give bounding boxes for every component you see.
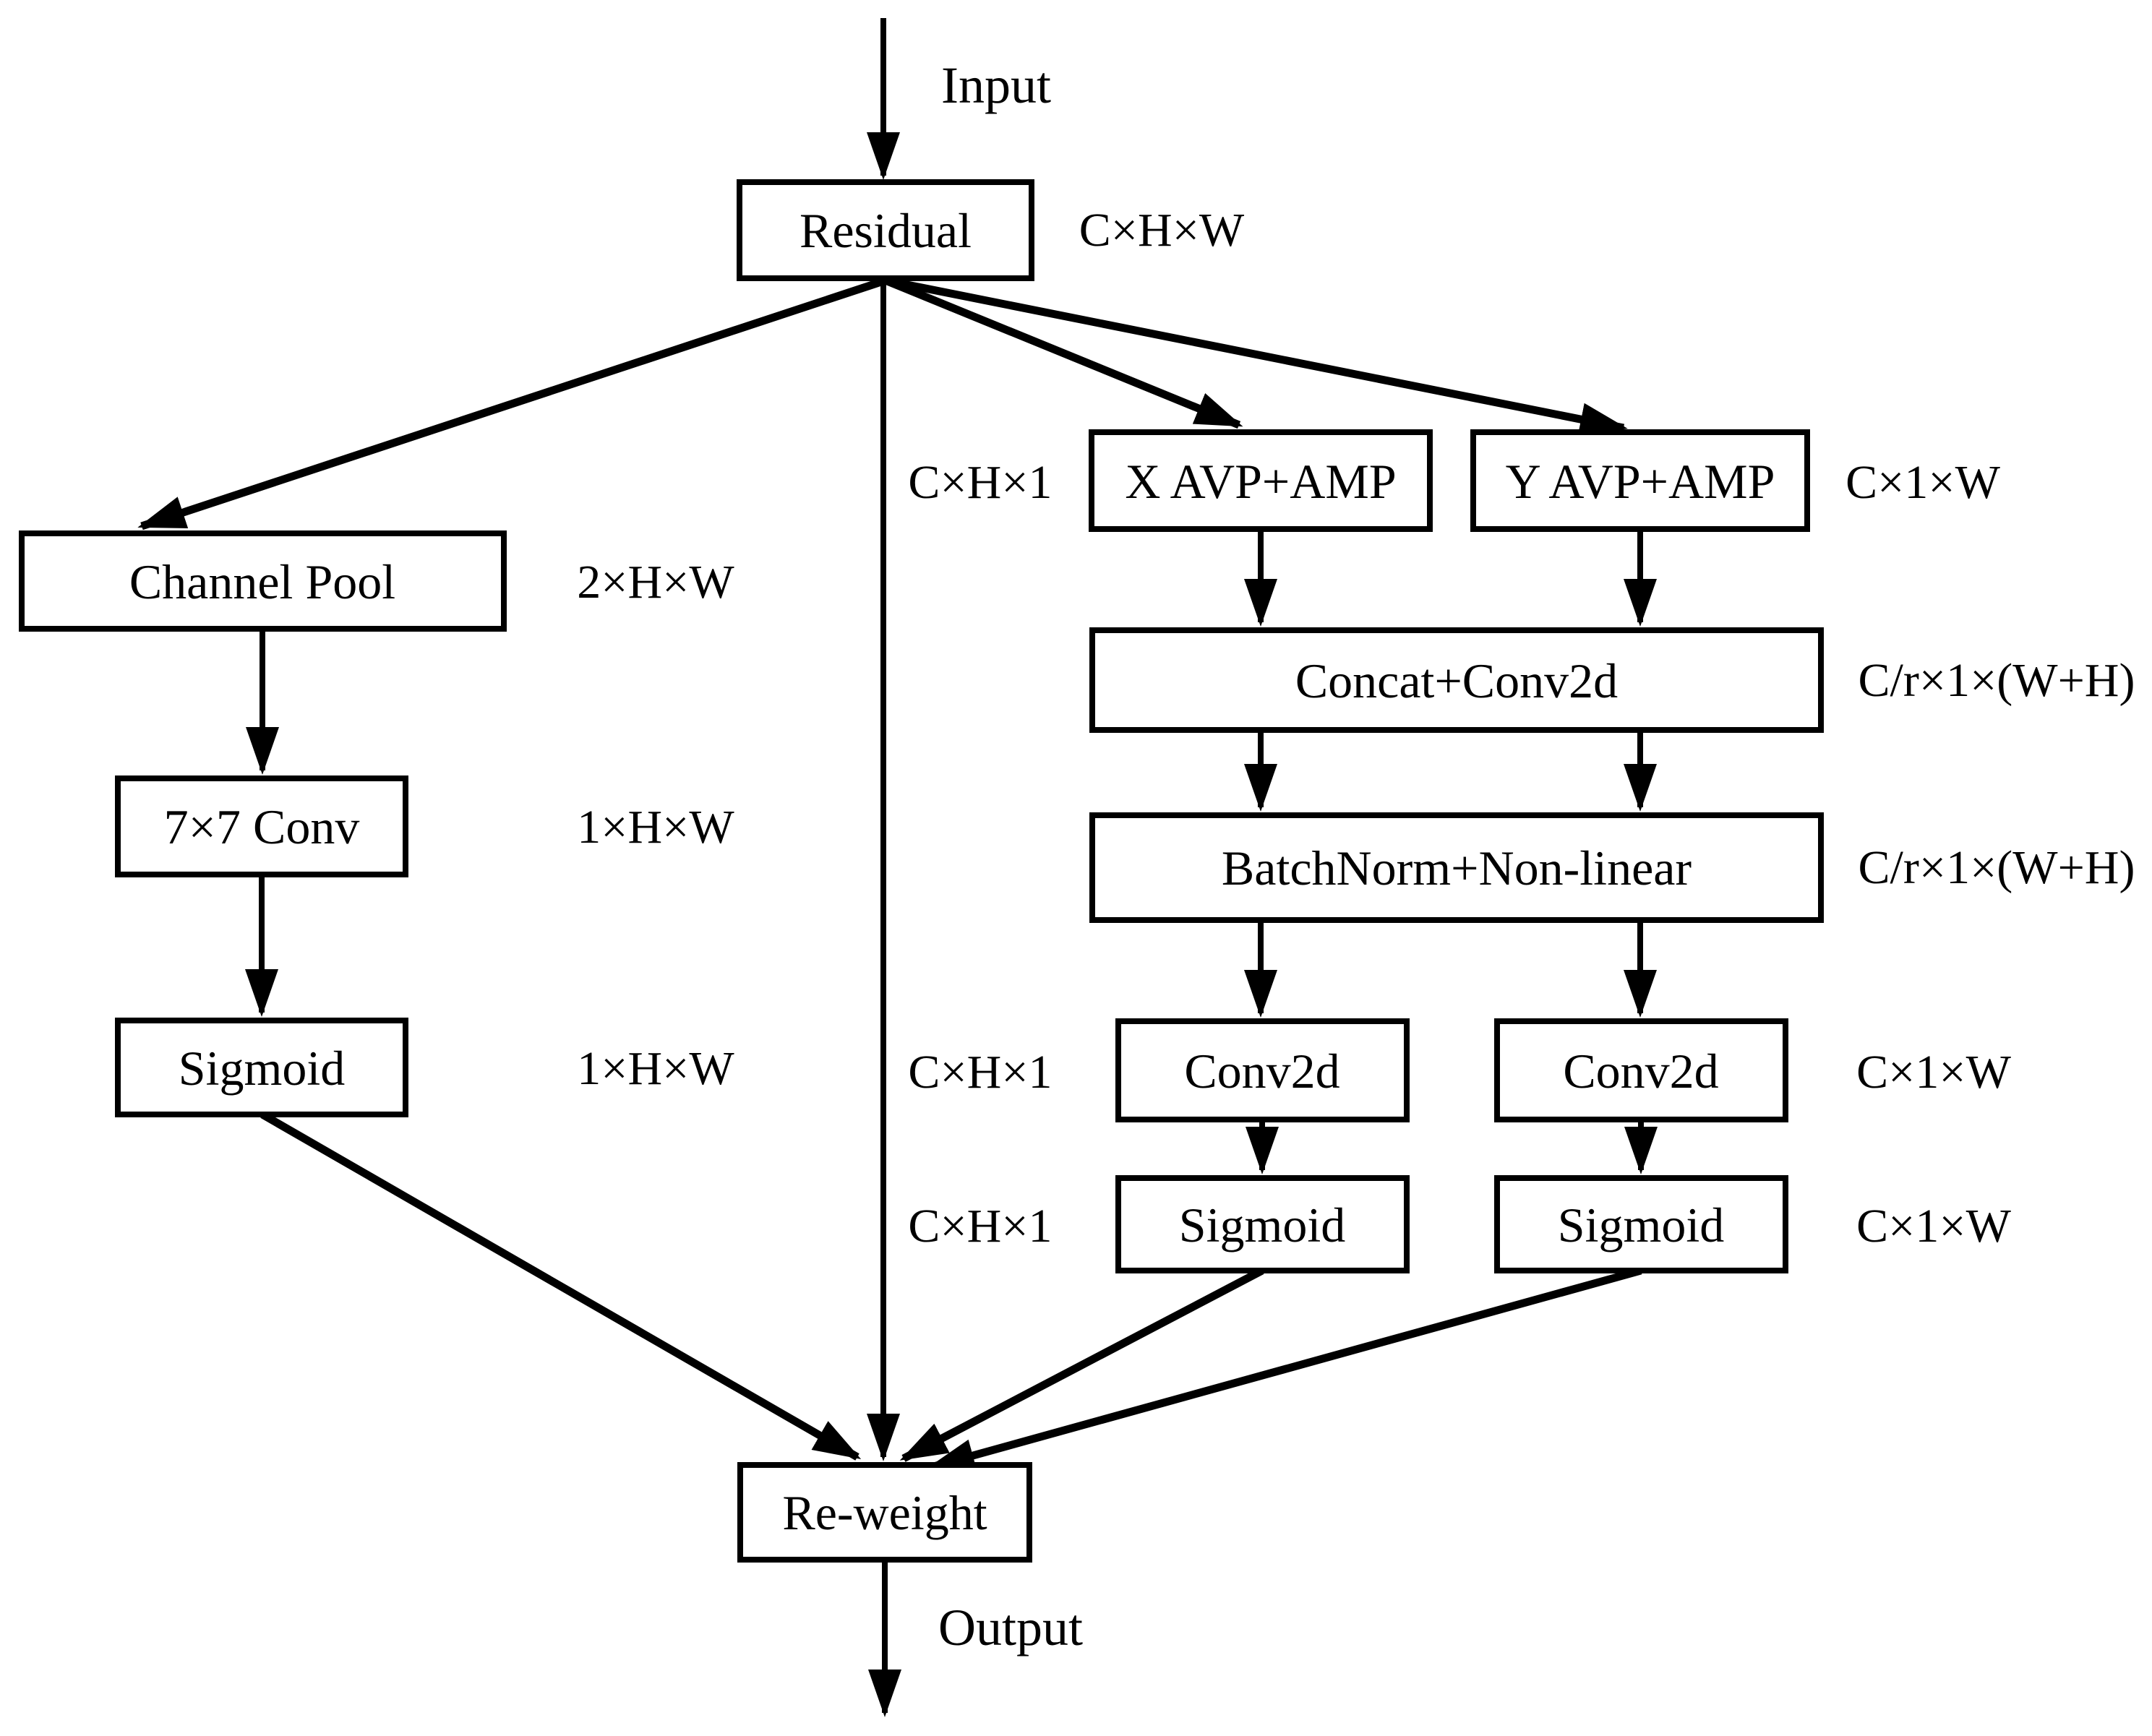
y-avp-amp-box-label: Y AVP+AMP [1506, 454, 1775, 509]
y-avp-amp-box [1470, 429, 1810, 532]
residual-dim-label: C×H×W [1079, 204, 1245, 257]
conv2d-y-box [1494, 1018, 1788, 1122]
residual-box [737, 179, 1034, 281]
concat-conv2d-box [1089, 627, 1824, 733]
conv77-box [115, 775, 408, 877]
y-avp-amp-dim-label: C×1×W [1846, 456, 2000, 509]
concat-conv2d-dim-label: C/r×1×(W+H) [1859, 654, 2135, 707]
sigmoid-y-box [1494, 1175, 1788, 1273]
arrow-sigmoid-x-to-reweight [899, 1267, 1264, 1462]
arrow-sigmoid-spatial-to-reweight [260, 1111, 862, 1461]
input-label: Input [941, 56, 1051, 114]
conv2d-y-dim-label: C×1×W [1856, 1046, 2011, 1099]
conv2d-x-box [1115, 1018, 1410, 1122]
arrow-residual-to-y-avp [884, 276, 1628, 436]
batchnorm-nonlinear-dim-label: C/r×1×(W+H) [1859, 841, 2135, 894]
sigmoid-x-box-label: Sigmoid [1179, 1198, 1346, 1252]
batchnorm-nonlinear-box-label: BatchNorm+Non-linear [1222, 841, 1692, 895]
arrow-sigmoid-y-to-reweight [927, 1266, 1642, 1472]
sigmoid-y-node: Sigmoid [1494, 1175, 1788, 1273]
sigmoid-x-box [1115, 1175, 1410, 1273]
x-avp-amp-box [1089, 429, 1433, 532]
output-label: Output [938, 1599, 1083, 1656]
reweight-box [737, 1462, 1032, 1563]
conv2d-x-dim-label: C×H×1 [908, 1046, 1052, 1099]
batchnorm-nonlinear-box [1089, 812, 1824, 923]
y-avp-amp-node: Y AVP+AMP [1470, 429, 1810, 532]
concat-conv2d-box-label: Concat+Conv2d [1295, 653, 1618, 708]
conv77-dim-label: 1×H×W [577, 801, 734, 854]
sigmoid-x-node: Sigmoid [1115, 1175, 1410, 1273]
channel-pool-box [19, 530, 507, 632]
residual-node: Residual [737, 179, 1034, 281]
concat-conv2d-node: Concat+Conv2d [1089, 627, 1824, 733]
channel-pool-dim-label: 2×H×W [577, 556, 734, 609]
sigmoid-spatial-box [115, 1018, 408, 1117]
arrow-residual-to-x-avp [883, 276, 1243, 429]
reweight-box-label: Re-weight [782, 1485, 987, 1540]
conv2d-y-node: Conv2d [1494, 1018, 1788, 1122]
x-avp-amp-dim-label: C×H×1 [908, 456, 1052, 509]
reweight-node: Re-weight [737, 1462, 1032, 1563]
sigmoid-spatial-node: Sigmoid [115, 1018, 408, 1117]
sigmoid-spatial-dim-label: 1×H×W [577, 1042, 734, 1095]
channel-pool-box-label: Channel Pool [129, 554, 395, 609]
channel-pool-node: Channel Pool [19, 530, 507, 632]
sigmoid-y-dim-label: C×1×W [1856, 1200, 2011, 1252]
conv77-node: 7×7 Conv [115, 775, 408, 877]
sigmoid-y-box-label: Sigmoid [1558, 1198, 1725, 1252]
batchnorm-nonlinear-node: BatchNorm+Non-linear [1089, 812, 1824, 923]
sigmoid-spatial-box-label: Sigmoid [179, 1041, 346, 1096]
x-avp-amp-node: X AVP+AMP [1089, 429, 1433, 532]
arrow-residual-to-channel-pool [137, 276, 887, 530]
conv2d-y-box-label: Conv2d [1563, 1044, 1718, 1099]
conv2d-x-box-label: Conv2d [1184, 1044, 1339, 1099]
residual-box-label: Residual [800, 203, 972, 258]
x-avp-amp-box-label: X AVP+AMP [1125, 454, 1396, 509]
sigmoid-x-dim-label: C×H×1 [908, 1200, 1052, 1252]
conv77-box-label: 7×7 Conv [164, 799, 360, 854]
conv2d-x-node: Conv2d [1115, 1018, 1410, 1122]
